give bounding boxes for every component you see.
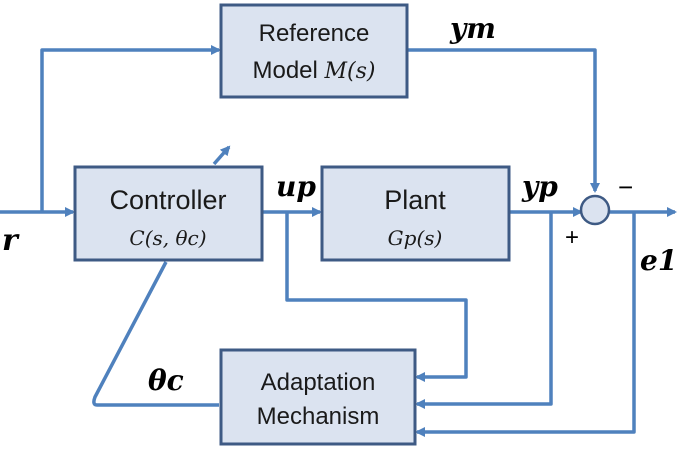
plant-title: Plant: [384, 185, 446, 215]
signal-up-label: up: [276, 170, 316, 203]
adaptation-line2: Mechanism: [257, 403, 380, 430]
adaptation-line1: Adaptation: [261, 369, 376, 396]
wire-yp-to-adaptation: [415, 212, 553, 409]
summing-plus-sign: +: [565, 224, 579, 251]
plant-box: [320, 165, 511, 262]
controller-transfer-function: C(s, θc): [129, 226, 206, 250]
signal-r-label: r: [2, 223, 20, 258]
controller-box: [73, 165, 264, 262]
reference-model-box: [219, 3, 409, 99]
signal-labels: r ym up yp e1 θc: [2, 12, 677, 397]
controller-block: Controller C(s, θc): [73, 165, 264, 262]
signal-theta-c-label: θc: [148, 364, 184, 397]
wire-r-to-reference-model: [40, 45, 221, 212]
controller-title: Controller: [109, 185, 226, 215]
reference-model-line1: Reference: [259, 20, 370, 47]
reference-model-transfer-function: M(s): [324, 59, 376, 84]
adaptation-mechanism-block: Adaptation Mechanism: [219, 348, 417, 446]
wire-theta-c-feedback: [92, 261, 219, 407]
reference-model-line2-text: Model: [252, 57, 324, 84]
summing-minus-sign: −: [618, 172, 633, 202]
wire-ym-to-sum: [407, 48, 600, 193]
adaptation-mechanism-box: [219, 348, 417, 446]
reference-model-line2: Model M(s): [252, 57, 375, 84]
reference-model-block: Reference Model M(s): [219, 3, 409, 99]
wire-e1-to-adaptation: [415, 212, 636, 437]
signal-yp-label: yp: [521, 170, 558, 203]
summing-junction-circle: [579, 194, 611, 226]
signal-wires: [0, 45, 677, 437]
signal-e1-label: e1: [640, 244, 677, 277]
controller-tuning-arrow: [212, 145, 231, 166]
plant-transfer-function: Gp(s): [388, 226, 443, 250]
signal-ym-label: ym: [449, 12, 496, 45]
plant-block: Plant Gp(s): [320, 165, 511, 262]
summing-junction: − +: [565, 172, 633, 251]
wire-up-to-adaptation: [285, 212, 468, 382]
